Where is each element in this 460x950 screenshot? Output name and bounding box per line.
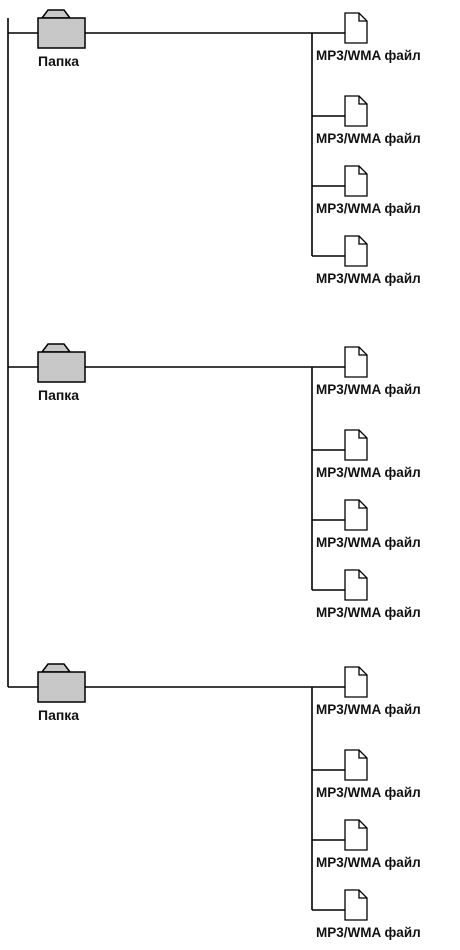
file-page [344,569,368,601]
file-page [344,749,368,781]
folder-icon [37,9,86,49]
folder-label: Папка [38,707,79,723]
file-label: MP3/WMA файл [316,465,421,480]
file-page [344,429,368,461]
file-page [344,12,368,44]
file-icon [344,95,368,127]
file-label: MP3/WMA файл [316,702,421,717]
file-label: MP3/WMA файл [316,271,421,286]
file-corner-fold [358,13,367,22]
file-icon [344,12,368,44]
file-icon [344,499,368,531]
folder-tab [40,343,72,353]
file-page [344,819,368,851]
file-corner-fold [358,820,367,829]
file-corner-fold [358,667,367,676]
file-icon [344,429,368,461]
file-corner-fold [358,750,367,759]
folder-body [37,671,86,703]
file-label: MP3/WMA файл [316,605,421,620]
folder-tab [40,663,72,673]
file-icon [344,889,368,921]
file-corner-fold [358,890,367,899]
folder-label: Папка [38,387,79,403]
folder-body [37,351,86,383]
file-page [344,666,368,698]
file-label: MP3/WMA файл [316,382,421,397]
folder-label: Папка [38,53,79,69]
file-icon [344,749,368,781]
file-corner-fold [358,236,367,245]
file-icon [344,235,368,267]
file-label: MP3/WMA файл [316,785,421,800]
file-icon [344,666,368,698]
file-label: MP3/WMA файл [316,201,421,216]
file-icon [344,819,368,851]
folder-body [37,17,86,49]
file-label: MP3/WMA файл [316,925,421,940]
file-corner-fold [358,166,367,175]
folder-tab [40,9,72,19]
file-label: MP3/WMA файл [316,855,421,870]
folder-icon [37,663,86,703]
file-page [344,95,368,127]
file-corner-fold [358,570,367,579]
file-corner-fold [358,500,367,509]
file-label: MP3/WMA файл [316,48,421,63]
file-page [344,165,368,197]
file-icon [344,346,368,378]
file-page [344,499,368,531]
file-page [344,889,368,921]
file-corner-fold [358,430,367,439]
file-corner-fold [358,347,367,356]
file-label: MP3/WMA файл [316,131,421,146]
file-label: MP3/WMA файл [316,535,421,550]
file-page [344,235,368,267]
folder-icon [37,343,86,383]
file-icon [344,569,368,601]
file-corner-fold [358,96,367,105]
file-icon [344,165,368,197]
file-page [344,346,368,378]
